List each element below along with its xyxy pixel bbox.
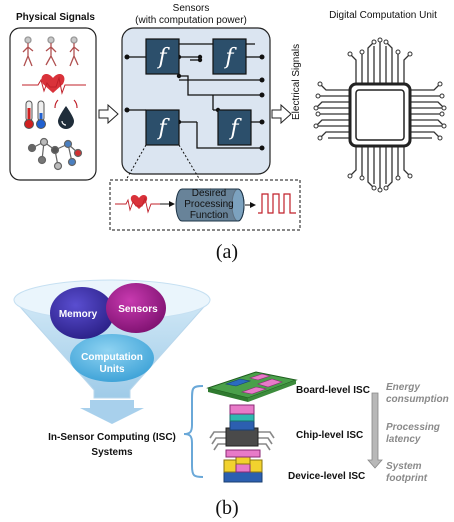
metric-energy-2: consumption [386, 394, 449, 405]
sensors-label: Sensors [118, 304, 158, 315]
walking-figures-icon [22, 36, 80, 67]
computation-label-2: Units [100, 364, 125, 375]
sensors-subtitle: (with computation power) [135, 15, 247, 26]
thermometer-icon [24, 100, 46, 129]
computation-label-1: Computation [81, 352, 143, 363]
levels-bracket [183, 385, 204, 478]
computation-units-circle [70, 334, 154, 382]
molecule-icon [27, 137, 83, 171]
device-level-label: Device-level ISC [288, 471, 365, 482]
metric-footprint-1: System [386, 461, 422, 472]
caption-b: (b) [215, 497, 238, 519]
digital-unit-title: Digital Computation Unit [329, 10, 437, 21]
function-block-2: f [212, 38, 247, 75]
output-pulse-icon [258, 193, 296, 214]
physical-signals-title: Physical Signals [16, 12, 95, 23]
device-level-icon [223, 449, 263, 483]
part-a: Physical Signals [9, 3, 447, 263]
memory-label: Memory [59, 309, 98, 320]
metric-latency-1: Processing [386, 422, 440, 433]
chip-level-icon [209, 404, 275, 451]
input-heartbeat-icon [115, 195, 160, 214]
heartbeat-icon [22, 73, 86, 95]
electrical-signals-label: Electrical Signals [291, 44, 302, 120]
output-arrow [271, 103, 292, 125]
part-b: Memory Sensors Computation Units In-Sens… [13, 279, 449, 519]
sensors-title: Sensors [173, 3, 210, 14]
funnel-output-arrow [80, 400, 144, 424]
processing-cylinder [175, 188, 245, 222]
processing-label-2: Processing [184, 199, 233, 210]
humidity-sensor-icon [54, 99, 78, 129]
sensor-panel [121, 27, 271, 175]
caption-a: (a) [216, 241, 238, 263]
processing-label-3: Function [190, 210, 228, 221]
input-arrow [98, 103, 119, 125]
metric-footprint-2: footprint [386, 473, 428, 484]
function-block-3: f [145, 109, 180, 146]
scaling-arrow [367, 392, 383, 469]
processing-label-1: Desired [192, 188, 226, 199]
physical-signals-panel [9, 27, 97, 181]
isc-title-1: In-Sensor Computing (ISC) [48, 432, 176, 443]
processor-chip-icon [313, 37, 447, 193]
memory-circle [50, 287, 114, 339]
metric-latency-2: latency [386, 434, 421, 445]
function-block-4: f [217, 109, 252, 146]
zoom-line-right [178, 144, 201, 181]
chip-level-label: Chip-level ISC [296, 430, 363, 441]
zoom-line-left [125, 144, 147, 181]
sensor-wiring [127, 43, 262, 149]
board-level-label: Board-level ISC [296, 385, 370, 396]
function-block-1: f [145, 38, 180, 75]
sensors-circle [106, 283, 166, 333]
board-level-icon [206, 371, 298, 402]
metric-energy-1: Energy [386, 382, 420, 393]
isc-title-2: Systems [91, 447, 133, 458]
